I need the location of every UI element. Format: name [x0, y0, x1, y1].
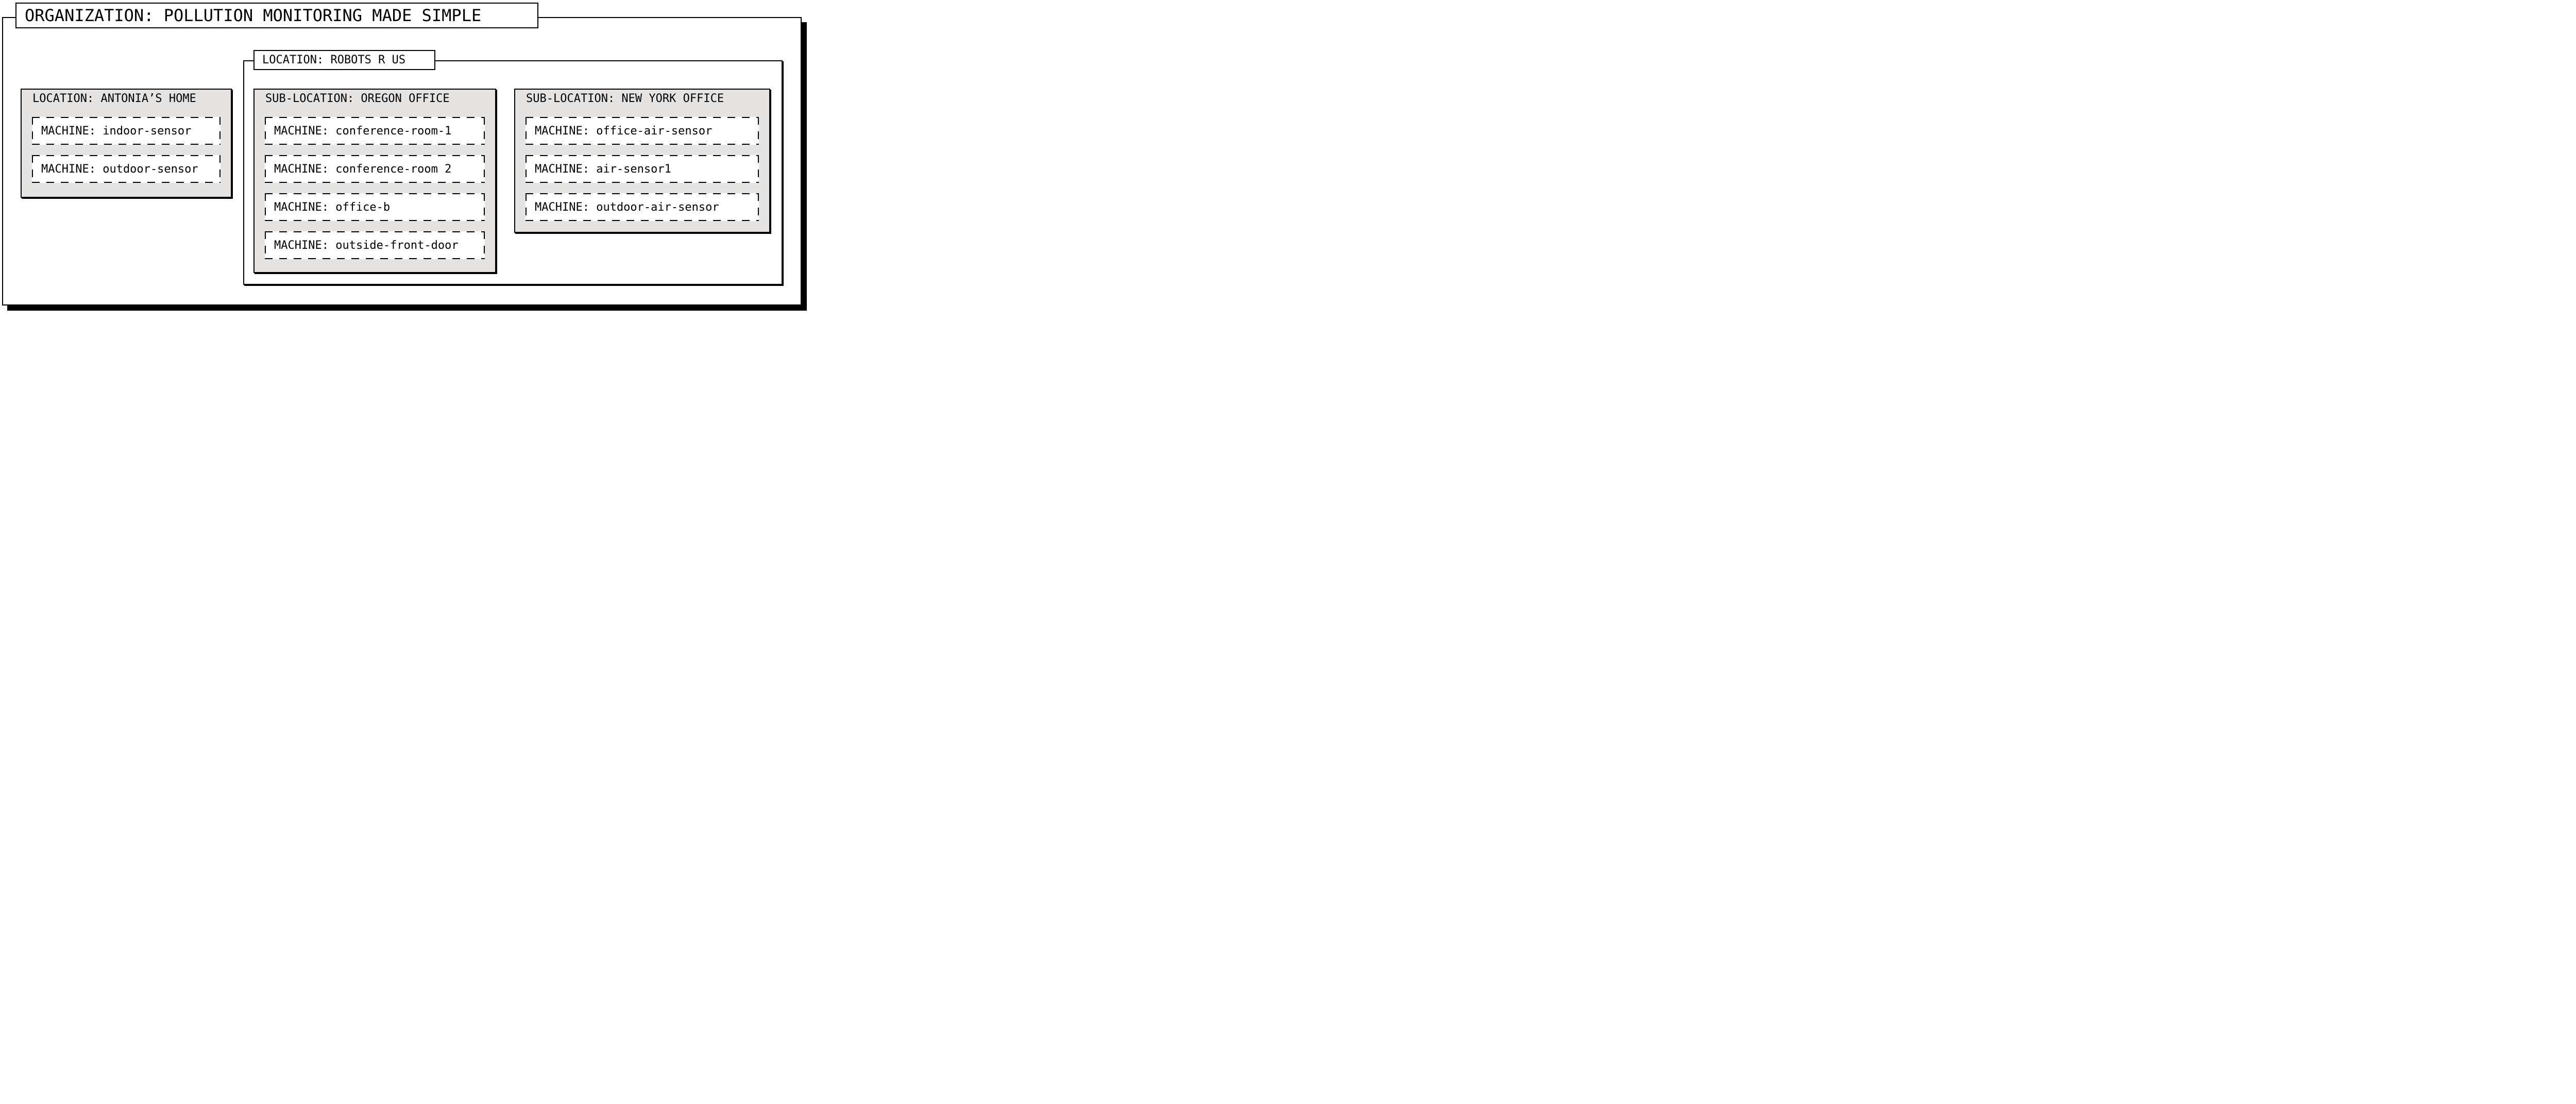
machine-label: MACHINE: outdoor-sensor [41, 162, 198, 176]
sublocation-title: SUB-LOCATION: OREGON OFFICE [265, 92, 450, 105]
machine-label: MACHINE: outdoor-air-sensor [535, 200, 719, 214]
location-title: LOCATION: ROBOTS R US [262, 54, 406, 66]
machine-label: MACHINE: air-sensor1 [535, 162, 671, 176]
machine-box: MACHINE: indoor-sensor [32, 117, 221, 145]
machine-label: MACHINE: conference-room-1 [274, 124, 452, 138]
machine-box: MACHINE: office-b [265, 193, 485, 221]
organization-title-box: ORGANIZATION: POLLUTION MONITORING MADE … [15, 3, 538, 28]
location-box-antonias-home: LOCATION: ANTONIA’S HOME MACHINE: indoor… [21, 89, 232, 198]
organization-title: ORGANIZATION: POLLUTION MONITORING MADE … [25, 6, 482, 25]
machine-label: MACHINE: conference-room 2 [274, 162, 452, 176]
diagram: ORGANIZATION: POLLUTION MONITORING MADE … [0, 0, 808, 313]
machine-label: MACHINE: outside-front-door [274, 239, 459, 252]
machine-box: MACHINE: outside-front-door [265, 231, 485, 259]
machine-box: MACHINE: outdoor-sensor [32, 155, 221, 183]
machine-label: MACHINE: indoor-sensor [41, 124, 192, 138]
sublocation-box-oregon-office: SUB-LOCATION: OREGON OFFICE MACHINE: con… [253, 89, 496, 273]
machine-label: MACHINE: office-air-sensor [535, 124, 713, 138]
machine-box: MACHINE: outdoor-air-sensor [526, 193, 759, 221]
machine-box: MACHINE: conference-room 2 [265, 155, 485, 183]
sublocation-title: SUB-LOCATION: NEW YORK OFFICE [526, 92, 724, 105]
machine-box: MACHINE: office-air-sensor [526, 117, 759, 145]
location-title-box: LOCATION: ROBOTS R US [253, 50, 435, 70]
location-title: LOCATION: ANTONIA’S HOME [32, 92, 196, 105]
machine-box: MACHINE: conference-room-1 [265, 117, 485, 145]
machine-box: MACHINE: air-sensor1 [526, 155, 759, 183]
machine-label: MACHINE: office-b [274, 200, 391, 214]
sublocation-box-new-york-office: SUB-LOCATION: NEW YORK OFFICE MACHINE: o… [514, 89, 770, 233]
